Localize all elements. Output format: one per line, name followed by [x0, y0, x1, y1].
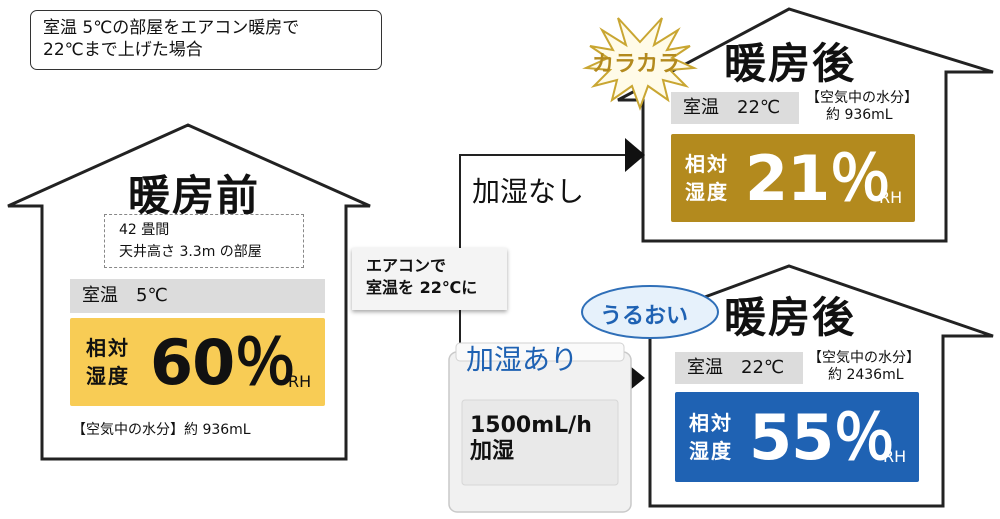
humidifier-output: 1500mL/h 加湿 [470, 413, 592, 465]
room-spec-line2: 天井高さ 3.3m の部屋 [119, 244, 262, 260]
after-humid-humidity-label-1: 相対 [689, 411, 733, 435]
before-water-content: 【空気中の水分】約 936mL [72, 422, 251, 438]
before-humidity-unit: RH [288, 372, 312, 391]
aircon-step-box: エアコンで 室温を 22℃に [352, 248, 507, 310]
karakara-badge-shape [582, 17, 698, 111]
after-dry-humidity-panel: 相対 湿度 21％ RH [671, 134, 915, 222]
before-humidity-label-2: 湿度 [86, 364, 130, 388]
route-no-humidify-label: 加湿なし [472, 175, 585, 208]
room-spec-line1: 42 畳間 [119, 222, 170, 238]
after-dry-humidity-value: 21％ [745, 142, 891, 215]
aircon-step-line1: エアコンで [366, 256, 447, 275]
after-humid-humidity-label-2: 湿度 [689, 439, 733, 463]
before-temp: 室温 5℃ [70, 279, 325, 313]
after-dry-humidity-unit: RH [879, 188, 903, 207]
before-humidity-value: 60％ [150, 326, 296, 399]
after-dry-water-line2: 約 936mL [826, 107, 893, 123]
karakara-badge-text: カラカラ [592, 52, 681, 77]
route-humidify-label: 加湿あり [466, 343, 579, 376]
uruoi-badge-text: うるおい [600, 304, 689, 329]
after-humid-title: 暖房後 [724, 293, 857, 342]
after-humid-humidity-unit: RH [883, 447, 907, 466]
after-humid-water-content: 【空気中の水分】 約 2436mL [808, 350, 920, 384]
before-humidity-panel: 相対 湿度 60％ RH [70, 318, 325, 406]
condition-note-line2: 22℃まで上げた場合 [43, 40, 203, 60]
humidifier-panel [461, 399, 619, 486]
after-dry-water-content: 【空気中の水分】 約 936mL [806, 90, 918, 124]
condition-note: 室温 5℃の部屋をエアコン暖房で 22℃まで上げた場合 [30, 10, 382, 70]
before-humidity-label-1: 相対 [86, 336, 130, 360]
after-dry-temp: 室温 22℃ [671, 92, 799, 124]
after-humid-water-line2: 約 2436mL [828, 367, 904, 383]
uruoi-badge-shape [581, 285, 719, 339]
before-title: 暖房前 [128, 171, 261, 220]
after-humid-temp: 室温 22℃ [675, 352, 803, 384]
after-dry-water-line1: 【空気中の水分】 [806, 90, 918, 106]
after-humid-water-line1: 【空気中の水分】 [808, 350, 920, 366]
after-dry-title: 暖房後 [724, 39, 857, 88]
humidifier-top [455, 342, 625, 362]
after-dry-humidity-label-1: 相対 [685, 152, 729, 176]
after-dry-humidity-label-2: 湿度 [685, 180, 729, 204]
arrow-head-top [625, 138, 645, 172]
condition-note-line1: 室温 5℃の部屋をエアコン暖房で [43, 18, 300, 38]
after-humid-humidity-value: 55％ [749, 401, 895, 474]
aircon-step-line2: 室温を 22℃に [366, 278, 478, 297]
humidifier-output-line1: 1500mL/h [470, 413, 592, 438]
after-humid-humidity-panel: 相対 湿度 55％ RH [675, 392, 919, 482]
room-spec-box: 42 畳間 天井高さ 3.3m の部屋 [104, 214, 304, 268]
branch-line-top [459, 154, 630, 248]
humidifier-output-line2: 加湿 [470, 439, 515, 464]
